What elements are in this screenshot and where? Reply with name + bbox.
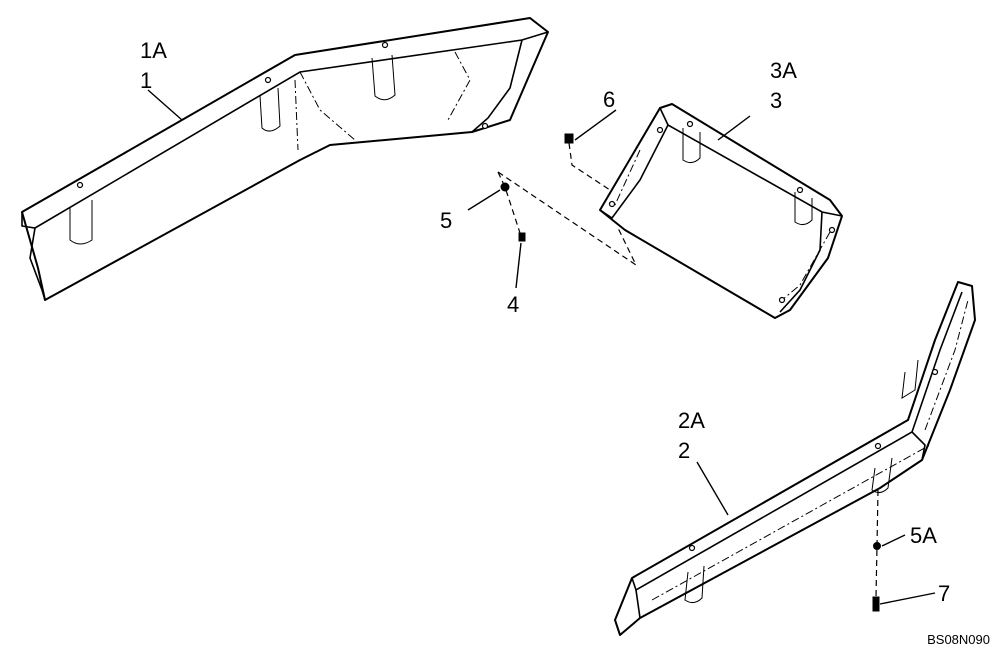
- assembly-lines: [497, 142, 879, 598]
- callout-2A: 2A: [678, 408, 705, 433]
- leader-lines: [147, 89, 936, 605]
- reference-code: BS08N090: [927, 632, 990, 647]
- callout-labels: 1A 1 3A 3 6 5 4 2A 2 5A 7 BS08N090: [140, 38, 990, 647]
- part-3-center-cover: [599, 103, 843, 319]
- washer-5: [500, 182, 510, 192]
- part-1-left-fender: [21, 17, 549, 301]
- callout-1A: 1A: [140, 38, 167, 63]
- callout-4: 4: [507, 292, 519, 317]
- bolt-7: [872, 596, 880, 612]
- bolt-6: [564, 133, 574, 144]
- callout-3A: 3A: [770, 58, 797, 83]
- callout-7: 7: [938, 581, 950, 606]
- part-2-right-fender: [614, 281, 976, 636]
- callout-5: 5: [440, 208, 452, 233]
- callout-2: 2: [678, 438, 690, 463]
- nut-4: [518, 232, 526, 242]
- callout-6: 6: [603, 87, 615, 112]
- callout-3: 3: [770, 88, 782, 113]
- hardware-items: [500, 133, 881, 612]
- callout-1: 1: [140, 68, 152, 93]
- callout-5A: 5A: [910, 523, 937, 548]
